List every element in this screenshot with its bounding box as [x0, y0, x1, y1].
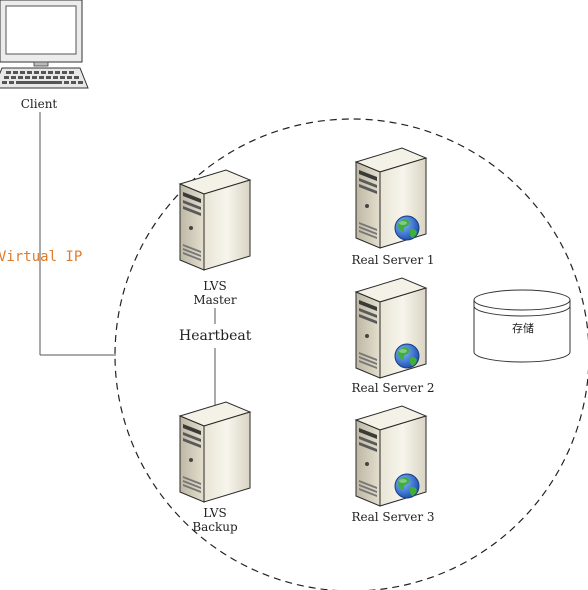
globe-icon: [394, 473, 420, 499]
lvs-backup-label-line2: Backup: [192, 520, 238, 534]
lvs-backup-server-icon: [179, 401, 251, 503]
client-label: Client: [20, 97, 58, 111]
storage-label: 存储: [512, 322, 534, 335]
lvs-master-server-icon: [179, 169, 251, 271]
desktop-computer-icon: [0, 0, 89, 89]
lvs-master-label-line1: LVS: [203, 279, 227, 293]
heartbeat-label: Heartbeat: [179, 328, 252, 344]
storage-cylinder-icon: [473, 289, 571, 363]
real-server-3-label: Real Server 3: [351, 510, 435, 524]
lvs-backup-label-line1: LVS: [203, 506, 227, 520]
lvs-master-label-line2: Master: [193, 293, 237, 307]
real-server-2-label: Real Server 2: [351, 381, 435, 395]
real-server-1-label: Real Server 1: [351, 253, 435, 267]
virtual-ip-label: Virtual IP: [0, 249, 83, 265]
globe-icon: [394, 343, 420, 369]
globe-icon: [394, 215, 420, 241]
